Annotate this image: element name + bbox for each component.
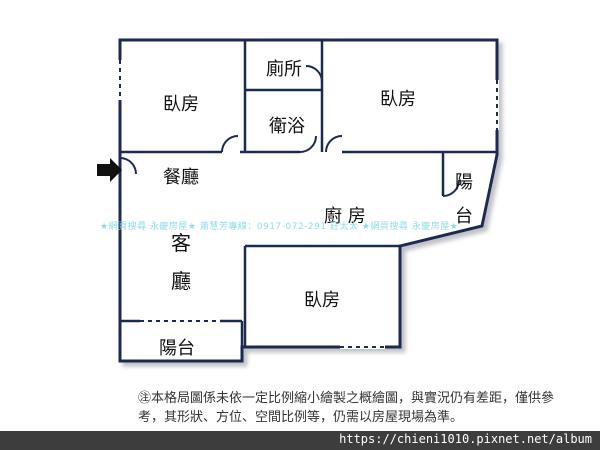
windows bbox=[118, 60, 499, 349]
label-bedroom-top-left: 臥房 bbox=[163, 94, 199, 115]
watermark-text: ★網頁搜尋 永慶房屋★ 蕭慧芳專線：0917-072-291 莊太太 ★網頁搜尋… bbox=[100, 222, 459, 232]
label-kitchen: 廚 房 bbox=[324, 205, 366, 227]
label-bedroom-top-right: 臥房 bbox=[380, 89, 416, 110]
label-bathroom: 衛浴 bbox=[269, 116, 305, 137]
door-bath-1 bbox=[299, 135, 317, 153]
doors bbox=[119, 65, 460, 197]
label-balcony-right-1: 陽 bbox=[455, 172, 473, 193]
door-entrance bbox=[119, 157, 137, 175]
label-balcony-bottom: 陽台 bbox=[159, 338, 195, 359]
door-dining-bedroom bbox=[221, 135, 239, 153]
label-living-2: 廳 bbox=[171, 269, 191, 293]
floor-plan: 臥房 廁所 衛浴 臥房 餐廳 陽 台 廚 房 客 廳 臥房 陽台 bbox=[97, 38, 499, 363]
label-dining: 餐廳 bbox=[163, 167, 199, 188]
url-bar: https://chieni1010.pixnet.net/album bbox=[0, 431, 600, 450]
label-toilet: 廁所 bbox=[266, 58, 302, 80]
album-url-link[interactable]: https://chieni1010.pixnet.net/album bbox=[339, 432, 592, 446]
door-bath-2 bbox=[325, 135, 343, 153]
entrance-arrow-icon bbox=[97, 158, 122, 182]
door-balcony-right bbox=[442, 179, 460, 197]
label-balcony-right-2: 台 bbox=[455, 206, 473, 227]
disclaimer-text: ㊟本格局圖係未依一定比例縮小繪製之概繪圖，與實況仍有差距，僅供參考，其形狀、方位… bbox=[138, 391, 555, 425]
label-bedroom-bottom: 臥房 bbox=[304, 290, 340, 311]
label-living-1: 客 bbox=[171, 231, 191, 255]
door-toilet bbox=[305, 65, 323, 83]
floor-area bbox=[118, 38, 499, 363]
